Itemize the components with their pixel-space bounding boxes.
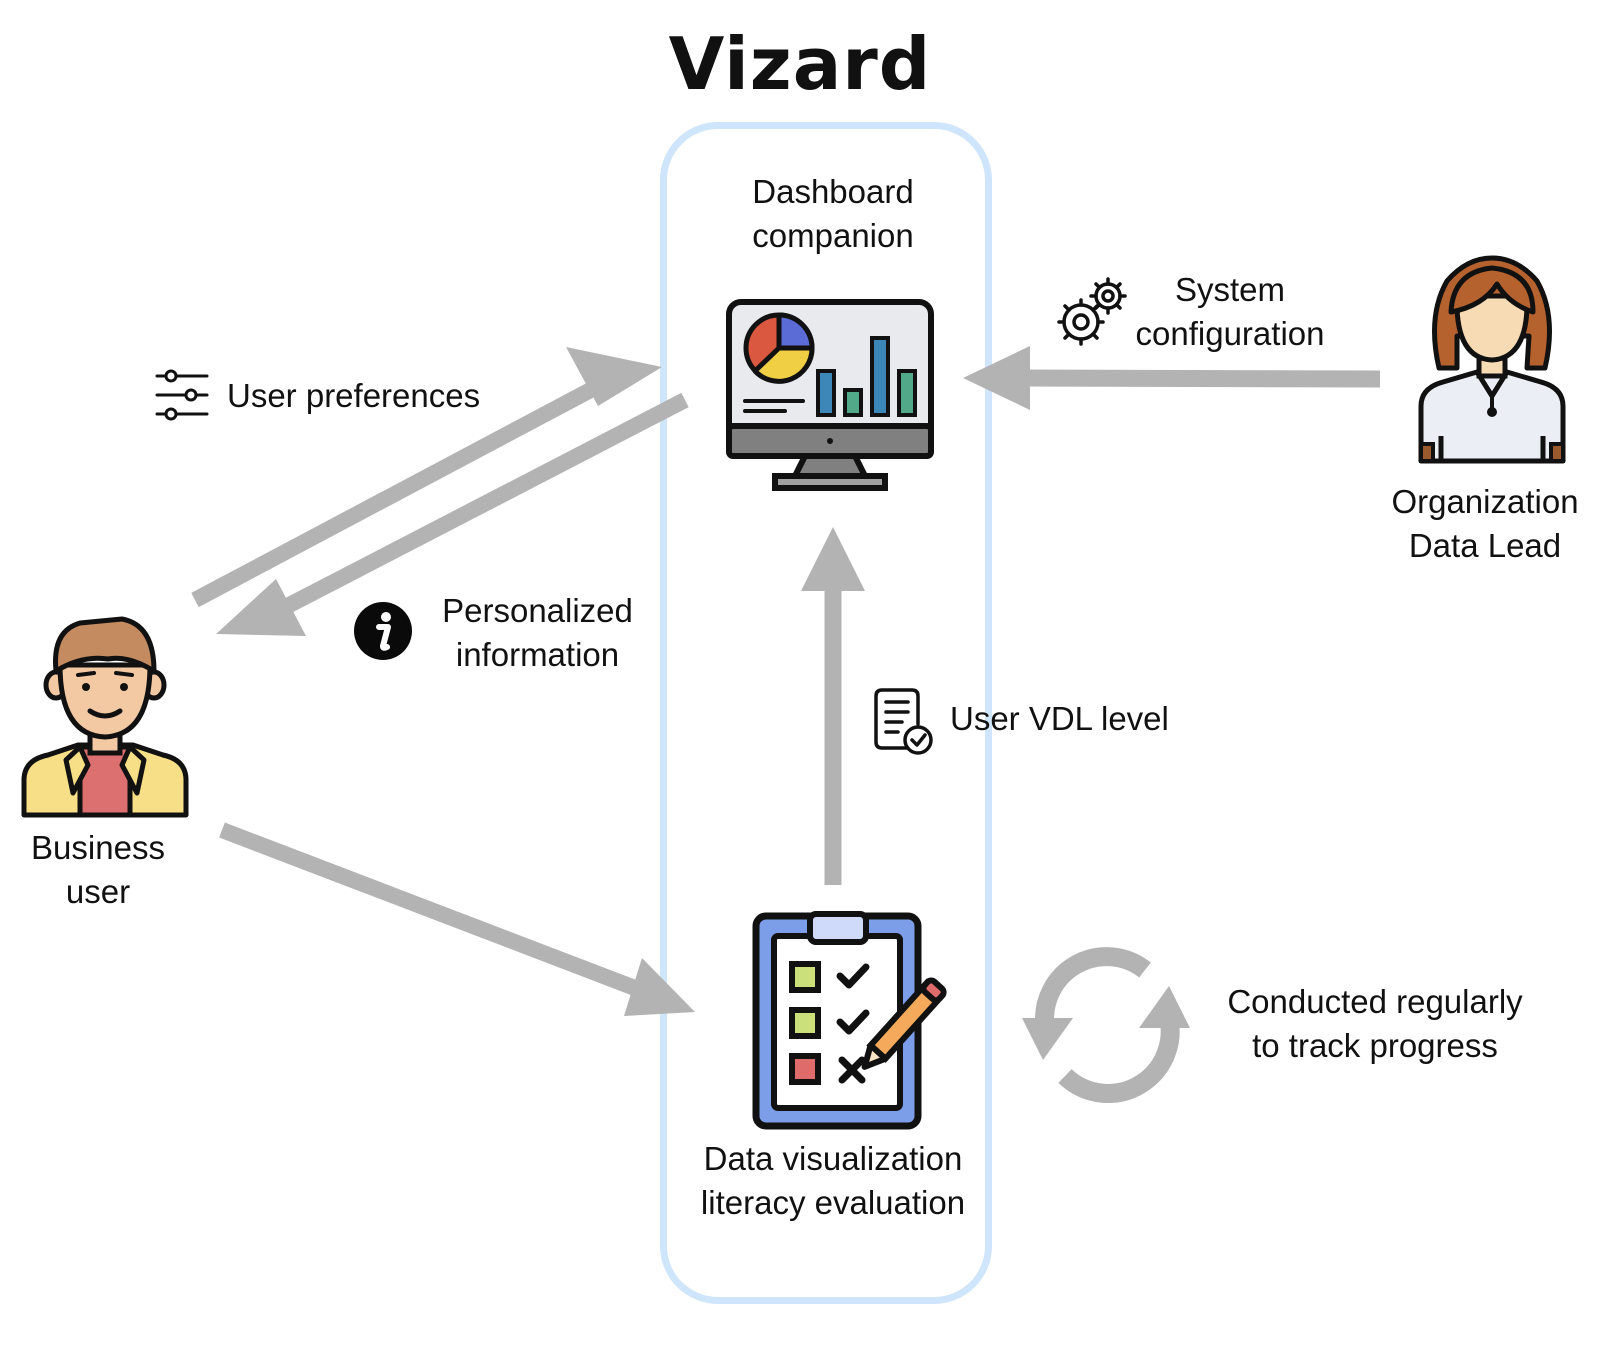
clipboard-checklist-icon — [752, 911, 947, 1130]
arrow-user-preferences — [191, 347, 662, 608]
monitor-dashboard-icon — [726, 299, 934, 491]
system-configuration-line2: configuration — [1135, 315, 1325, 352]
conducted-regularly-label: Conducted regularly to track progress — [1210, 980, 1540, 1068]
personalized-information-line2: information — [455, 636, 620, 673]
diagram-title: Vizard — [668, 22, 932, 106]
personalized-information-line1: Personalized — [442, 592, 633, 629]
dvl-evaluation-label: Data visualization literacy evaluation — [663, 1137, 1003, 1225]
gears-icon — [1057, 277, 1127, 346]
business-man-avatar-icon — [21, 616, 189, 818]
dvl-evaluation-line2: literacy evaluation — [700, 1184, 966, 1221]
organization-lead-line1: Organization — [1391, 483, 1579, 520]
conducted-regularly-line2: to track progress — [1252, 1027, 1498, 1064]
dashboard-companion-label: Dashboard companion — [693, 170, 973, 258]
arrow-personalized-information — [216, 392, 689, 636]
sliders-icon — [155, 369, 209, 421]
arrow-user-to-evaluation — [219, 822, 695, 1016]
arrow-system-configuration — [963, 346, 1381, 410]
conducted-regularly-line1: Conducted regularly — [1227, 983, 1523, 1020]
dashboard-companion-line1: Dashboard — [752, 173, 914, 210]
organization-lead-line2: Data Lead — [1408, 527, 1562, 564]
woman-avatar-icon — [1418, 255, 1566, 464]
dvl-evaluation-line1: Data visualization — [703, 1140, 963, 1177]
personalized-information-label: Personalized information — [410, 589, 665, 677]
user-preferences-label: User preferences — [227, 377, 481, 414]
system-configuration-line1: System — [1174, 271, 1286, 308]
user-vdl-level-label: User VDL level — [950, 700, 1169, 737]
info-circle-icon — [354, 602, 412, 660]
business-user-line2: user — [65, 873, 131, 910]
organization-lead-label: Organization Data Lead — [1370, 480, 1600, 568]
document-check-icon — [874, 688, 933, 755]
refresh-cycle-icon — [1022, 947, 1190, 1103]
system-configuration-label: System configuration — [1115, 268, 1345, 356]
business-user-line1: Business — [31, 829, 165, 866]
dashboard-companion-line2: companion — [752, 217, 914, 254]
vizard-container — [660, 122, 992, 1304]
arrow-vdl-level — [801, 527, 865, 885]
business-user-label: Business user — [0, 826, 196, 914]
